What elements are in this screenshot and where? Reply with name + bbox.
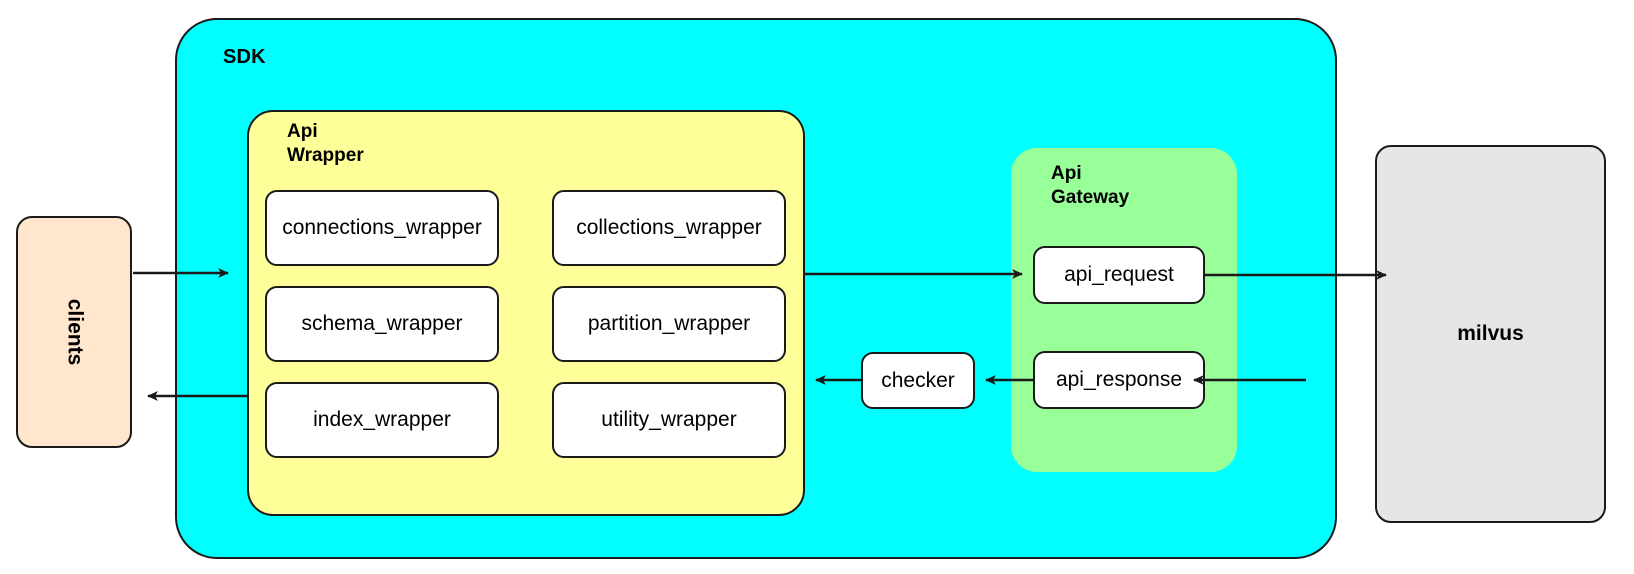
api-gateway-container[interactable]: Api Gateway [1011, 148, 1237, 472]
node-index-wrapper[interactable]: index_wrapper [265, 382, 499, 458]
node-label: api_request [1064, 263, 1174, 286]
node-label: checker [881, 368, 955, 392]
node-api-request[interactable]: api_request [1033, 246, 1205, 304]
node-label: utility_wrapper [601, 408, 737, 431]
node-checker[interactable]: checker [861, 352, 975, 409]
node-label: partition_wrapper [587, 312, 751, 335]
node-connections-wrapper[interactable]: connections_wrapper [265, 190, 499, 266]
node-milvus[interactable]: milvus [1375, 145, 1606, 523]
node-label: index_wrapper [313, 408, 451, 431]
node-utility-wrapper[interactable]: utility_wrapper [552, 382, 786, 458]
node-label: clients [63, 298, 86, 366]
api-wrapper-label: Api Wrapper [287, 121, 364, 167]
node-label: collections_wrapper [576, 216, 762, 239]
node-label: connections_wrapper [282, 216, 482, 239]
node-collections-wrapper[interactable]: collections_wrapper [552, 190, 786, 266]
node-label: api_response [1055, 368, 1183, 391]
node-label: milvus [1457, 322, 1524, 345]
sdk-label: SDK [223, 46, 266, 68]
node-clients[interactable]: clients [16, 216, 132, 448]
node-partition-wrapper[interactable]: partition_wrapper [552, 286, 786, 362]
api-gateway-label: Api Gateway [1051, 163, 1130, 209]
node-api-response[interactable]: api_response [1033, 351, 1205, 409]
node-label: schema_wrapper [301, 312, 463, 335]
node-schema-wrapper[interactable]: schema_wrapper [265, 286, 499, 362]
